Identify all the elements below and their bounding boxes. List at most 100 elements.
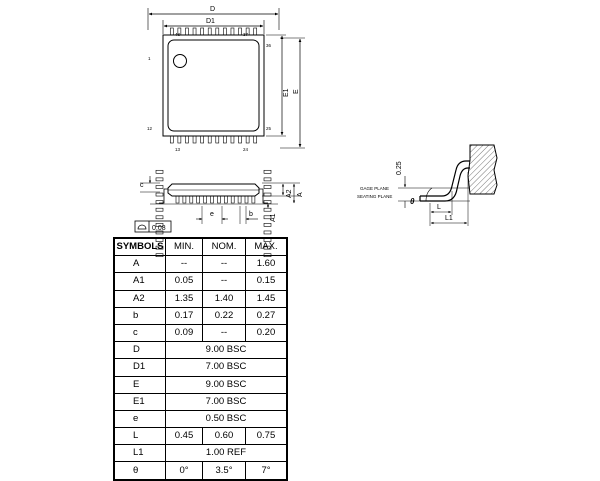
pin-bottom <box>223 135 227 144</box>
side-view-leads <box>159 188 268 204</box>
flatness-symbol-icon <box>137 224 147 230</box>
cell-max: 7° <box>245 461 288 481</box>
pin-top <box>230 27 235 36</box>
table-header-row: SYMBOLS MIN. NOM. MAX. <box>113 237 288 257</box>
pin-label-1: 1 <box>148 56 151 61</box>
pin-top <box>169 27 174 36</box>
cell-symbol: c <box>113 323 166 343</box>
pin-top <box>192 27 197 36</box>
pin-label-24: 24 <box>243 147 249 152</box>
pin-bottom <box>230 135 235 144</box>
cell-symbol: A <box>113 255 166 274</box>
flatness-callout-box <box>134 220 172 233</box>
cell-min: -- <box>165 255 203 274</box>
cell-value-span: 1.00 REF <box>165 444 288 463</box>
cell-value-span: 7.00 BSC <box>165 358 288 377</box>
header-nom: NOM. <box>202 237 246 257</box>
body-section-hatched <box>467 144 498 195</box>
pin-right <box>263 177 272 182</box>
pin-top <box>200 27 204 36</box>
pin-bottom <box>215 135 220 144</box>
pin-top <box>207 27 212 36</box>
cell-symbol: A2 <box>113 289 166 308</box>
pin-right <box>263 230 272 235</box>
pin-bottom <box>207 135 212 144</box>
cell-nom: -- <box>202 272 246 291</box>
pin-left <box>155 200 164 204</box>
header-min: MIN. <box>165 237 203 257</box>
side-lead <box>224 196 228 204</box>
side-lead <box>251 196 256 204</box>
pin-left <box>155 185 164 189</box>
pin-top <box>185 27 189 36</box>
pin-right <box>263 207 272 212</box>
side-lead <box>230 196 235 204</box>
cell-symbol: A1 <box>113 272 166 291</box>
cell-max: 0.15 <box>245 272 288 291</box>
header-max: MAX. <box>245 237 288 257</box>
cell-symbol: E1 <box>113 392 166 411</box>
cell-symbol: b <box>113 306 166 325</box>
detail-view: GAGE PLANE SEATING PLANE 0.25 θ L L1 <box>357 144 498 226</box>
theta-arc <box>425 187 433 202</box>
pin-top <box>223 27 227 36</box>
pin-bottom <box>253 135 258 144</box>
pin-left <box>155 207 164 212</box>
pin-right <box>263 169 272 174</box>
dim-label-b: b <box>249 211 253 218</box>
pin-bottom <box>177 135 182 144</box>
side-lead <box>203 196 207 204</box>
dim-label-A2: A2 <box>286 189 293 198</box>
dim-label-c: c <box>140 182 144 189</box>
pin-label-12: 12 <box>147 126 153 131</box>
dim-label-E1: E1 <box>283 88 290 97</box>
table-row: A----1.60 <box>113 255 288 274</box>
side-lead <box>217 196 221 204</box>
side-lead <box>196 196 200 204</box>
cell-value-span: 7.00 BSC <box>165 392 288 411</box>
package-body-outline <box>162 34 265 137</box>
cell-symbol: θ <box>113 461 166 481</box>
pin-left <box>155 223 164 227</box>
cell-max: 0.20 <box>245 323 288 343</box>
cell-min: 0.05 <box>165 272 203 291</box>
dim-label-L: L <box>437 204 441 211</box>
cell-min: 0.17 <box>165 306 203 325</box>
cell-min: 1.35 <box>165 289 203 308</box>
pin-right <box>263 223 272 227</box>
side-lead <box>182 196 187 204</box>
cell-value-span: 9.00 BSC <box>165 341 288 360</box>
pin-bottom <box>185 135 189 144</box>
cell-nom: 1.40 <box>202 289 246 308</box>
side-lead <box>210 196 214 204</box>
cell-min: 0° <box>165 461 203 481</box>
pin-right <box>263 215 272 220</box>
cell-nom: -- <box>202 255 246 274</box>
pin-top <box>215 27 220 36</box>
cell-nom: -- <box>202 323 246 343</box>
cell-nom: 0.60 <box>202 427 246 446</box>
pin-label-13: 13 <box>175 147 181 152</box>
pin-label-36: 36 <box>266 43 272 48</box>
dim-label-D1: D1 <box>206 18 215 25</box>
cell-symbol: e <box>113 409 166 429</box>
dim-label-D: D <box>210 6 215 13</box>
cell-symbol: E <box>113 375 166 394</box>
pin-label-37: 37 <box>243 32 249 37</box>
pin-bottom <box>245 135 250 144</box>
seating-plane-label: SEATING PLANE <box>357 194 392 199</box>
cell-nom: 3.5° <box>202 461 246 481</box>
dim-label-E: E <box>293 89 300 94</box>
pin-left <box>155 169 164 174</box>
dim-label-A1: A1 <box>270 213 277 222</box>
theta-label: θ <box>410 197 415 206</box>
